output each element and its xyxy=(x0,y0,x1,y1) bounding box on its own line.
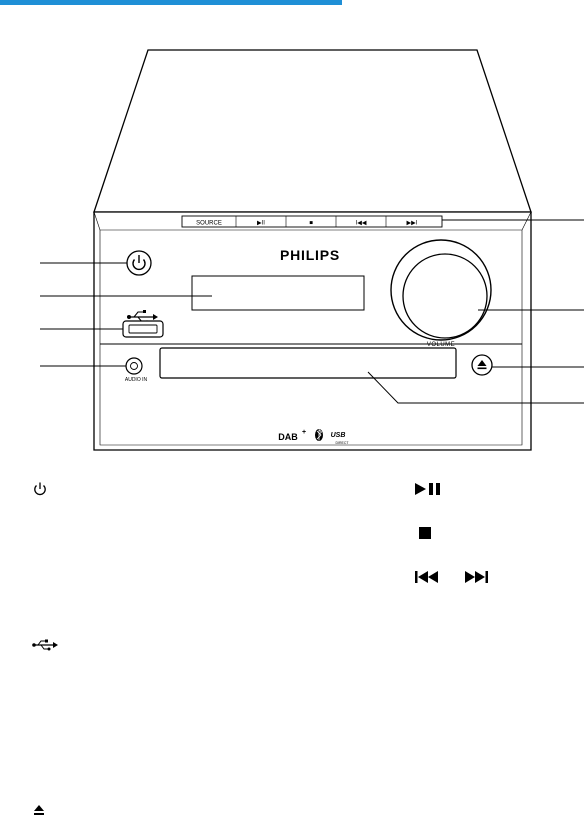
volume-knob[interactable] xyxy=(390,239,492,341)
callout-lines xyxy=(40,219,584,404)
legend-play-pause-icon xyxy=(415,482,455,498)
usb-direct-sub: DIRECT xyxy=(335,441,349,445)
device-top-lid xyxy=(93,49,532,213)
dab-plus: + xyxy=(302,429,306,436)
usb-port[interactable] xyxy=(122,320,164,338)
prev-button[interactable]: I◀◀ xyxy=(356,221,367,227)
legend-prev-next-icons xyxy=(415,570,495,586)
play-pause-icon xyxy=(415,483,440,495)
legend-usb-icon xyxy=(32,638,72,654)
callout-line-cd-tray xyxy=(367,371,584,404)
eject-icon xyxy=(34,805,44,815)
bluetooth-icon xyxy=(315,429,323,441)
usb-icon xyxy=(32,639,58,651)
audio-in-jack[interactable] xyxy=(125,357,143,375)
power-button[interactable] xyxy=(126,250,152,276)
display-panel xyxy=(191,275,365,311)
audio-in-label: AUDIO IN xyxy=(125,377,148,383)
next-button[interactable]: ▶▶I xyxy=(407,221,418,227)
brand-logo: PHILIPS xyxy=(280,247,340,263)
eject-button[interactable] xyxy=(471,354,493,376)
top-button-strip xyxy=(181,215,443,228)
power-icon xyxy=(34,482,46,496)
stop-button[interactable]: ■ xyxy=(309,221,313,227)
legend-eject-icon xyxy=(33,803,73,819)
legend-stop-icon xyxy=(419,526,459,542)
device-diagram: SOURCE ▶II ■ I◀◀ ▶▶I PHILIPS VOLUME xyxy=(40,49,584,451)
top-buttons: SOURCE ▶II ■ I◀◀ ▶▶I xyxy=(196,216,418,227)
next-icon xyxy=(465,571,488,583)
prev-icon xyxy=(415,571,438,583)
volume-label: VOLUME xyxy=(427,342,455,348)
cd-tray-slot xyxy=(159,347,457,379)
legend-power-icon xyxy=(32,481,72,497)
footer-logos: DAB + USB DIRECT xyxy=(278,429,349,445)
play-pause-button[interactable]: ▶II xyxy=(257,221,265,227)
header-accent-bar xyxy=(0,0,342,5)
source-button[interactable]: SOURCE xyxy=(196,221,222,227)
usb-direct-logo: USB xyxy=(331,432,346,439)
dab-logo: DAB xyxy=(278,432,298,442)
stop-icon xyxy=(419,527,431,539)
